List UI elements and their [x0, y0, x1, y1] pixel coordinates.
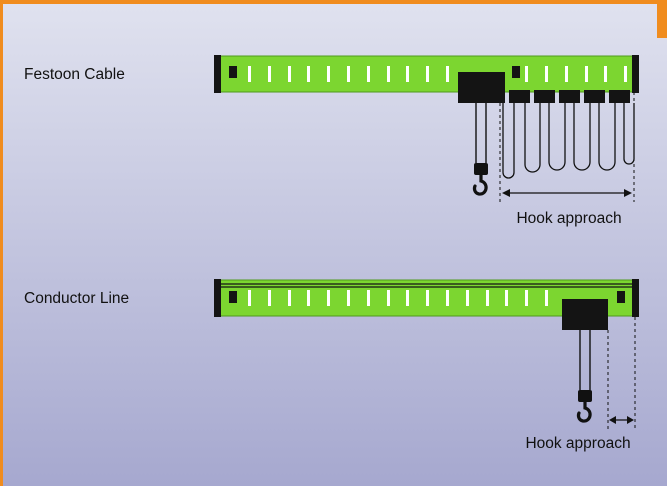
festoon-cable-trolleys: [509, 90, 630, 103]
conductor-hook: [576, 330, 592, 423]
conductor-hook-approach-label: Hook approach: [525, 435, 630, 452]
festoon-cable-trolley-4: [584, 90, 605, 103]
festoon-dimension-arrow-left: [502, 189, 510, 197]
festoon-hook-approach-label: Hook approach: [516, 210, 621, 227]
festoon-rail-slot-3: [288, 66, 291, 82]
festoon-hook-hook-shape: [472, 173, 488, 196]
festoon-rail-slot-14: [565, 66, 568, 82]
conductor-rail-slot-9: [406, 290, 409, 306]
conductor-rail-slot-15: [525, 290, 528, 306]
frame-corner-tab: [657, 0, 667, 38]
festoon-rail-slot-5: [327, 66, 330, 82]
festoon-cable-trolley-2: [534, 90, 555, 103]
festoon-rail-slot-7: [367, 66, 370, 82]
conductor-rail-slot-14: [505, 290, 508, 306]
festoon-dimension-arrow-right: [624, 189, 632, 197]
festoon-rail-right-cap: [632, 55, 639, 93]
festoon-rail-left-cap: [214, 55, 221, 93]
festoon-cable-trolley-3: [559, 90, 580, 103]
festoon-cable-label: Festoon Cable: [24, 66, 125, 83]
festoon-cable-trolley-1: [509, 90, 530, 103]
frame-top-edge: [0, 0, 667, 4]
festoon-rail-slot-15: [585, 66, 588, 82]
festoon-cable-trolley-5: [609, 90, 630, 103]
festoon-rail-slot-6: [347, 66, 350, 82]
frame-left-edge: [0, 0, 3, 486]
conductor-hoist-trolley: [562, 299, 608, 330]
conductor-rail-slot-2: [268, 290, 271, 306]
festoon-cable-loop-5: [598, 103, 616, 171]
festoon-rail-slot-10: [426, 66, 429, 82]
conductor-rail-slot-1: [248, 290, 251, 306]
festoon-rail-slot-4: [307, 66, 310, 82]
conductor-end-stop-left: [229, 291, 237, 303]
festoon-rail-slots: [248, 66, 627, 82]
festoon-cable-loop-3: [548, 103, 566, 171]
festoon-cable-loop-2: [524, 103, 541, 173]
conductor-rail-slot-11: [446, 290, 449, 306]
festoon-hoist-trolley: [458, 72, 505, 103]
conductor-end-stop-right: [617, 291, 625, 303]
festoon-rail: [214, 55, 639, 93]
conductor-rail: [214, 279, 639, 317]
conductor-rail-slot-8: [387, 290, 390, 306]
conductor-rail-slot-7: [367, 290, 370, 306]
conductor-dimension-arrow-left: [609, 416, 616, 424]
festoon-end-stop-right: [512, 66, 520, 78]
festoon-rail-slot-12: [525, 66, 528, 82]
conductor-hook-approach-dimension: [607, 317, 636, 430]
festoon-cable-group: Festoon Cable Hook approach: [24, 55, 639, 227]
conductor-rail-slot-10: [426, 290, 429, 306]
conductor-rail-slot-6: [347, 290, 350, 306]
festoon-hook: [472, 103, 488, 196]
festoon-rail-slot-9: [406, 66, 409, 82]
festoon-rail-slot-17: [624, 66, 627, 82]
conductor-rail-slot-3: [288, 290, 291, 306]
conductor-hook-block: [578, 390, 592, 402]
conductor-line-label: Conductor Line: [24, 290, 129, 307]
conductor-rail-slot-16: [545, 290, 548, 306]
festoon-rail-slot-13: [545, 66, 548, 82]
conductor-dimension-arrow-right: [627, 416, 634, 424]
conductor-line-group: Conductor Line Hook approach: [24, 279, 639, 452]
conductor-rail-slot-12: [466, 290, 469, 306]
festoon-rail-slot-16: [604, 66, 607, 82]
festoon-hook-block: [474, 163, 488, 175]
conductor-rail-slot-4: [307, 290, 310, 306]
conductor-rail-slot-5: [327, 290, 330, 306]
festoon-hook-approach-dimension: [499, 92, 635, 202]
festoon-rail-slot-11: [446, 66, 449, 82]
festoon-rail-slot-8: [387, 66, 390, 82]
conductor-rail-slots: [248, 290, 548, 306]
conductor-rail-left-cap: [214, 279, 221, 317]
festoon-end-stop-left: [229, 66, 237, 78]
conductor-hook-hook-shape: [576, 400, 592, 423]
festoon-rail-slot-1: [248, 66, 251, 82]
festoon-cable-loop-4: [573, 103, 591, 171]
conductor-rail-slot-13: [486, 290, 489, 306]
festoon-rail-slot-2: [268, 66, 271, 82]
festoon-cable-loop-1: [502, 103, 515, 179]
conductor-rail-right-cap: [632, 279, 639, 317]
